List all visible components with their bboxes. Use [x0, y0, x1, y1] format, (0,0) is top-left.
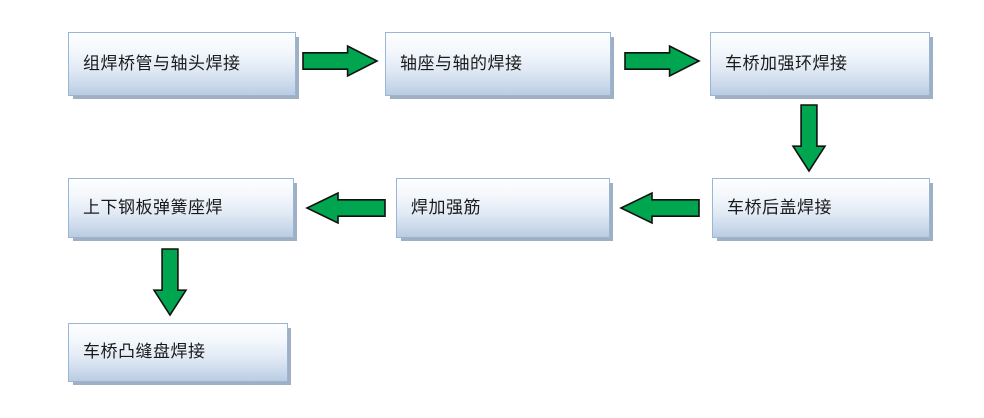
process-node-n3[interactable]: 车桥加强环焊接	[710, 32, 930, 96]
arrow-icon	[791, 104, 827, 173]
process-node-label: 焊加强筋	[411, 197, 481, 218]
process-node-label: 上下钢板弹簧座焊	[83, 197, 223, 218]
arrow-icon	[302, 44, 379, 78]
process-node-n7[interactable]: 车桥凸缝盘焊接	[68, 323, 288, 382]
process-node-n5[interactable]: 焊加强筋	[396, 178, 610, 238]
arrow-shape	[619, 191, 700, 225]
flow-arrow-left-n5-to-n6	[305, 191, 386, 225]
flow-arrow-left-n4-to-n5	[619, 191, 700, 225]
process-node-label: 组焊桥管与轴头焊接	[83, 53, 241, 74]
process-node-n2[interactable]: 轴座与轴的焊接	[385, 32, 611, 96]
arrow-icon	[624, 44, 701, 78]
arrow-shape	[791, 104, 827, 173]
process-node-n4[interactable]: 车桥后盖焊接	[712, 178, 930, 238]
process-node-label: 轴座与轴的焊接	[400, 53, 523, 74]
arrow-icon	[619, 191, 700, 225]
flow-arrow-right-n1-to-n2	[302, 44, 379, 78]
arrow-icon	[152, 248, 188, 317]
process-node-label: 车桥加强环焊接	[725, 53, 848, 74]
process-node-label: 车桥后盖焊接	[727, 197, 832, 218]
arrow-shape	[302, 44, 379, 78]
arrow-shape	[624, 44, 701, 78]
process-node-label: 车桥凸缝盘焊接	[83, 342, 206, 363]
process-node-n1[interactable]: 组焊桥管与轴头焊接	[68, 32, 296, 96]
process-node-n6[interactable]: 上下钢板弹簧座焊	[68, 178, 294, 238]
flow-arrow-down-n3-to-n4	[791, 104, 827, 173]
arrow-shape	[152, 248, 188, 317]
flow-arrow-right-n2-to-n3	[624, 44, 701, 78]
flow-arrow-down-n6-to-n7	[152, 248, 188, 317]
arrow-shape	[305, 191, 386, 225]
arrow-icon	[305, 191, 386, 225]
